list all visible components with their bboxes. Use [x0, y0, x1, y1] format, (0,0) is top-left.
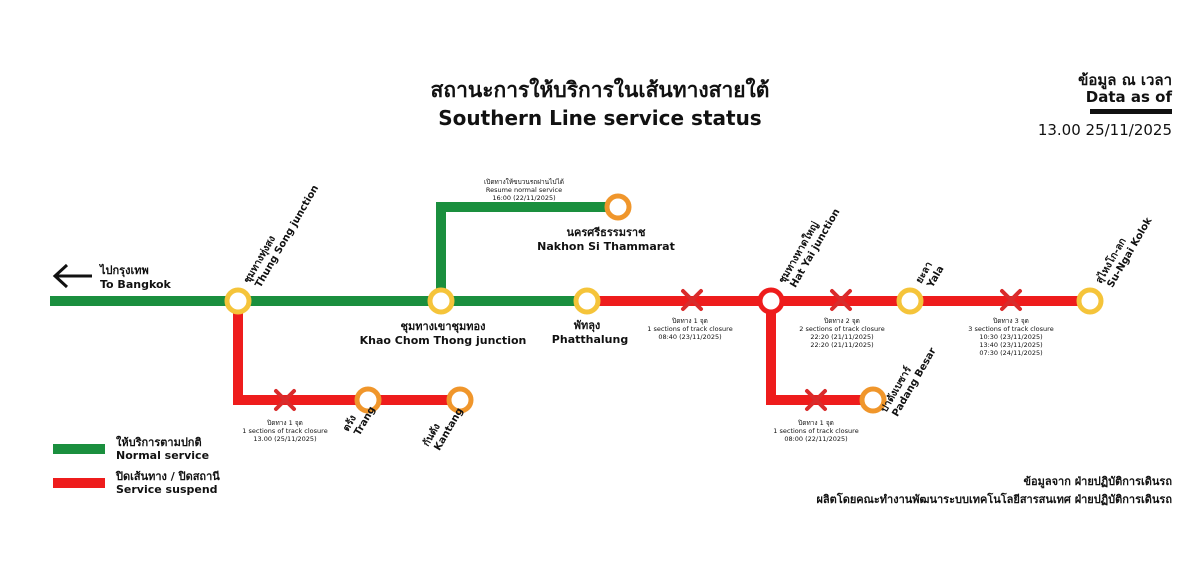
svg-text:08:00 (22/11/2025): 08:00 (22/11/2025) — [784, 435, 847, 443]
legend-normal-english: Normal service — [116, 449, 210, 462]
station-su-ngai-kolok[interactable] — [1076, 287, 1104, 315]
svg-text:ปิดทาง 1 จุด: ปิดทาง 1 จุด — [798, 419, 834, 427]
label-yala: ยะลา Yala — [914, 260, 947, 291]
station-khao-chum-thong[interactable] — [427, 287, 455, 315]
station-hat-yai[interactable] — [757, 287, 785, 315]
station-padang-besar[interactable] — [859, 386, 887, 414]
closure-x-icon — [274, 389, 296, 411]
legend-normal-swatch — [53, 444, 105, 454]
line-khaochumthong-nakhon — [436, 202, 618, 301]
station-nakhon-si-thammarat[interactable] — [604, 193, 632, 221]
as-of-underline — [1090, 109, 1172, 114]
label-kantang: กันตัง Kantang — [420, 406, 465, 453]
as-of-label-thai: ข้อมูล ณ เวลา — [1078, 71, 1172, 89]
note-yala-kolok: ปิดทาง 3 จุด 3 sections of track closure… — [968, 317, 1053, 357]
line-thungsong-kantang — [233, 301, 460, 405]
svg-text:3 sections of track closure: 3 sections of track closure — [968, 325, 1053, 333]
label-phatthalung-english: Phatthalung — [552, 333, 628, 346]
svg-text:เปิดทางให้ขบวนรถผ่านไปได้: เปิดทางให้ขบวนรถผ่านไปได้ — [484, 178, 564, 186]
as-of-label-english: Data as of — [1085, 88, 1172, 106]
legend-suspend-english: Service suspend — [116, 483, 218, 496]
svg-text:1 sections of track closure: 1 sections of track closure — [773, 427, 858, 435]
label-nakhon-english: Nakhon Si Thammarat — [537, 240, 675, 253]
label-khao-chum-thong-english: Khao Chom Thong junction — [360, 334, 527, 347]
label-khao-chum-thong-thai: ชุมทางเขาชุมทอง — [401, 320, 486, 334]
arrow-left-icon — [52, 263, 92, 289]
svg-text:ปิดทาง 2 จุด: ปิดทาง 2 จุด — [824, 317, 860, 325]
svg-text:1 sections of track closure: 1 sections of track closure — [242, 427, 327, 435]
svg-text:07:30 (24/11/2025): 07:30 (24/11/2025) — [979, 349, 1042, 357]
svg-text:13:40 (23/11/2025): 13:40 (23/11/2025) — [979, 341, 1042, 349]
note-nakhon-resume: เปิดทางให้ขบวนรถผ่านไปได้ Resume normal … — [484, 178, 564, 202]
label-su-ngai-kolok: สุไหงโก-ลก Su-Ngai Kolok — [1092, 216, 1154, 290]
svg-text:2 sections of track closure: 2 sections of track closure — [799, 325, 884, 333]
station-kantang[interactable] — [446, 386, 474, 414]
svg-text:ปิดทาง 1 จุด: ปิดทาง 1 จุด — [672, 317, 708, 325]
label-nakhon-thai: นครศรีธรรมราช — [566, 226, 646, 239]
source-line-1: ข้อมูลจาก ฝ่ายปฏิบัติการเดินรถ — [1023, 475, 1172, 488]
as-of-time: 13.00 25/11/2025 — [1037, 121, 1172, 139]
svg-text:ปิดทาง 1 จุด: ปิดทาง 1 จุด — [267, 419, 303, 427]
stations — [224, 193, 1104, 414]
closure-x-icon — [681, 289, 703, 311]
station-thung-song[interactable] — [224, 287, 252, 315]
svg-text:1 sections of track closure: 1 sections of track closure — [647, 325, 732, 333]
label-hat-yai: ชุมทางหาดใหญ่ Hat Yai junction — [775, 207, 842, 290]
station-phatthalung[interactable] — [573, 287, 601, 315]
source-line-2: ผลิตโดยคณะทำงานพัฒนาระบบเทคโนโลยีสารสนเท… — [816, 493, 1172, 506]
station-trang[interactable] — [354, 386, 382, 414]
note-hatyai-padang: ปิดทาง 1 จุด 1 sections of track closure… — [773, 419, 858, 443]
direction-label-english: To Bangkok — [100, 278, 172, 291]
svg-text:22:20 (21/11/2025): 22:20 (21/11/2025) — [810, 333, 873, 341]
station-yala[interactable] — [896, 287, 924, 315]
closure-x-icon — [1000, 289, 1022, 311]
closure-marks — [274, 289, 1022, 411]
legend-suspend-thai: ปิดเส้นทาง / ปิดสถานี — [116, 470, 220, 483]
svg-text:16:00 (22/11/2025): 16:00 (22/11/2025) — [492, 194, 555, 202]
title-english: Southern Line service status — [438, 106, 762, 130]
legend-normal-thai: ให้บริการตามปกติ — [116, 436, 202, 449]
note-phatthalung-hatyai: ปิดทาง 1 จุด 1 sections of track closure… — [647, 317, 732, 341]
legend-suspend-swatch — [53, 478, 105, 488]
closure-x-icon — [805, 389, 827, 411]
label-thung-song: ชุมทางทุ่งสง Thung Song junction — [241, 183, 321, 289]
note-hatyai-yala: ปิดทาง 2 จุด 2 sections of track closure… — [799, 317, 884, 349]
legend-normal-label: ให้บริการตามปกติ Normal service — [116, 436, 209, 462]
svg-text:Resume normal service: Resume normal service — [486, 186, 562, 194]
label-padang-besar: ปาดังเบซาร์ Padang Besar — [878, 346, 939, 419]
svg-text:10:30 (23/11/2025): 10:30 (23/11/2025) — [979, 333, 1042, 341]
note-thungsong-trang: ปิดทาง 1 จุด 1 sections of track closure… — [242, 419, 327, 443]
svg-text:08:40 (23/11/2025): 08:40 (23/11/2025) — [658, 333, 721, 341]
closure-x-icon — [830, 289, 852, 311]
direction-label-thai: ไปกรุงเทพ — [98, 263, 149, 278]
legend-suspend-label: ปิดเส้นทาง / ปิดสถานี Service suspend — [116, 470, 220, 496]
title-thai: สถานะการให้บริการในเส้นทางสายใต้ — [430, 78, 770, 102]
line-hatyai-padang — [766, 301, 873, 405]
svg-text:22:20 (21/11/2025): 22:20 (21/11/2025) — [810, 341, 873, 349]
svg-text:13.00 (25/11/2025): 13.00 (25/11/2025) — [253, 435, 316, 443]
svg-text:Thung Song junction: Thung Song junction — [253, 183, 321, 289]
svg-text:ปิดทาง 3 จุด: ปิดทาง 3 จุด — [993, 317, 1029, 325]
label-phatthalung-thai: พัทลุง — [574, 319, 601, 333]
